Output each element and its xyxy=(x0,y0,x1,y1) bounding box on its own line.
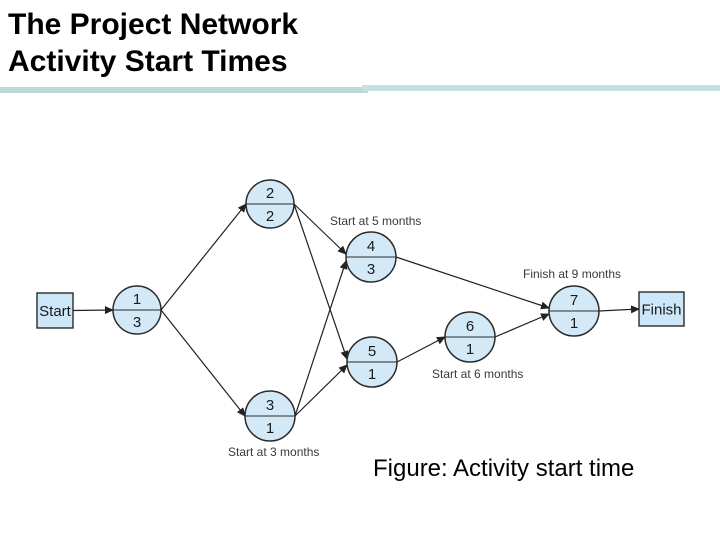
node-number-top: 7 xyxy=(570,292,578,309)
slide-title-line1: The Project Network xyxy=(8,8,299,41)
node-number-bottom: 1 xyxy=(368,366,376,383)
activity-node-5: 51 xyxy=(346,336,398,388)
figure-caption: Figure: Activity start time xyxy=(373,455,635,482)
activity-node-2: 22 xyxy=(245,179,295,229)
edge-arrow-n2-n4 xyxy=(293,203,347,255)
slide-title: The Project Network Activity Start Times xyxy=(8,6,298,80)
activity-node-4: 43 xyxy=(345,231,397,283)
activity-node-6: 61 xyxy=(444,311,496,363)
node-number-top: 5 xyxy=(368,343,376,360)
start-box: Start xyxy=(36,292,74,329)
node-number-bottom: 2 xyxy=(266,208,274,225)
annotation-label-2: Start at 6 months xyxy=(432,367,523,381)
edge-arrow-n4-n7 xyxy=(395,256,550,310)
node-number-bottom: 3 xyxy=(367,261,375,278)
node-number-bottom: 1 xyxy=(466,341,474,358)
edge-arrow-n2-n5 xyxy=(293,203,349,360)
title-underline-bar-left xyxy=(0,87,368,93)
slide-title-line2: Activity Start Times xyxy=(8,45,288,78)
edge-arrow-n3-n4 xyxy=(294,260,348,417)
activity-node-3: 31 xyxy=(244,390,296,442)
edge-arrow-n7-finish xyxy=(598,305,640,314)
annotation-label-0: Start at 5 months xyxy=(330,214,421,228)
edge-arrow-n1-n3 xyxy=(160,309,246,417)
edge-arrow-n3-n5 xyxy=(294,364,348,417)
edge-arrow-n1-n2 xyxy=(160,203,247,311)
annotation-label-1: Finish at 9 months xyxy=(523,267,621,281)
start-box-shape xyxy=(36,292,74,329)
node-number-top: 2 xyxy=(266,185,274,202)
start-box-label: Start xyxy=(39,303,72,320)
node-number-bottom: 1 xyxy=(570,315,578,332)
finish-box-label: Finish xyxy=(641,302,681,319)
finish-box: Finish xyxy=(638,291,685,327)
node-number-top: 6 xyxy=(466,318,474,335)
node-number-top: 4 xyxy=(367,238,375,255)
node-number-top: 1 xyxy=(133,291,141,308)
edge-arrow-n5-n6 xyxy=(396,336,446,363)
annotation-label-3: Start at 3 months xyxy=(228,445,319,459)
title-underline-bar-right xyxy=(362,85,720,91)
node-number-bottom: 3 xyxy=(133,314,141,331)
edge-arrow-start-n1 xyxy=(72,306,114,315)
activity-node-7: 71 xyxy=(548,285,600,337)
activity-node-1: 13 xyxy=(112,285,162,335)
finish-box-shape xyxy=(638,291,685,327)
node-number-top: 3 xyxy=(266,397,274,414)
node-number-bottom: 1 xyxy=(266,420,274,437)
edge-arrow-n6-n7 xyxy=(494,313,550,338)
